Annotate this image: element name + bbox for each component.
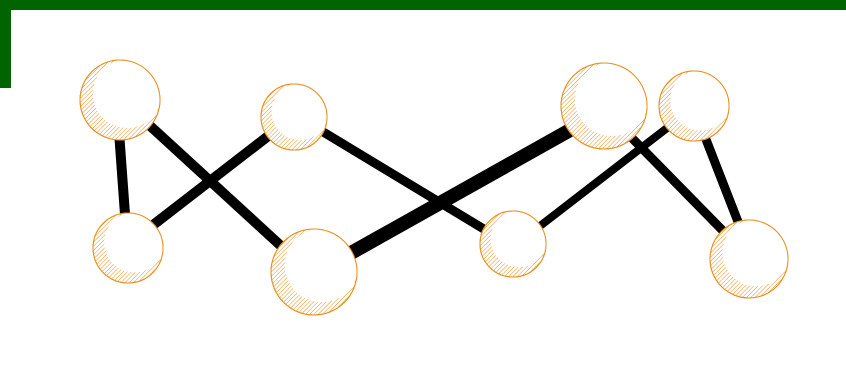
bond-a1-a4 bbox=[143, 119, 297, 261]
atom-a5 bbox=[560, 62, 648, 150]
bonds-layer bbox=[113, 113, 747, 265]
bond-a7-a8 bbox=[695, 119, 747, 237]
frame-left-bar bbox=[0, 0, 11, 88]
atoms-layer bbox=[79, 59, 789, 316]
atom-a4 bbox=[270, 228, 358, 316]
bond-a5-a7 bbox=[536, 114, 684, 230]
bond-a2-a3 bbox=[139, 125, 281, 237]
frame-top-bar bbox=[0, 0, 846, 10]
atom-a1 bbox=[79, 59, 161, 141]
bond-a6-a8 bbox=[623, 129, 735, 243]
atom-a6 bbox=[479, 210, 547, 278]
atom-a7 bbox=[658, 70, 730, 142]
bond-a4-a5 bbox=[335, 113, 595, 265]
atom-a8 bbox=[709, 219, 789, 299]
bond-a3-a6 bbox=[315, 125, 497, 239]
atom-a2 bbox=[92, 212, 164, 284]
atom-a3 bbox=[260, 83, 328, 151]
